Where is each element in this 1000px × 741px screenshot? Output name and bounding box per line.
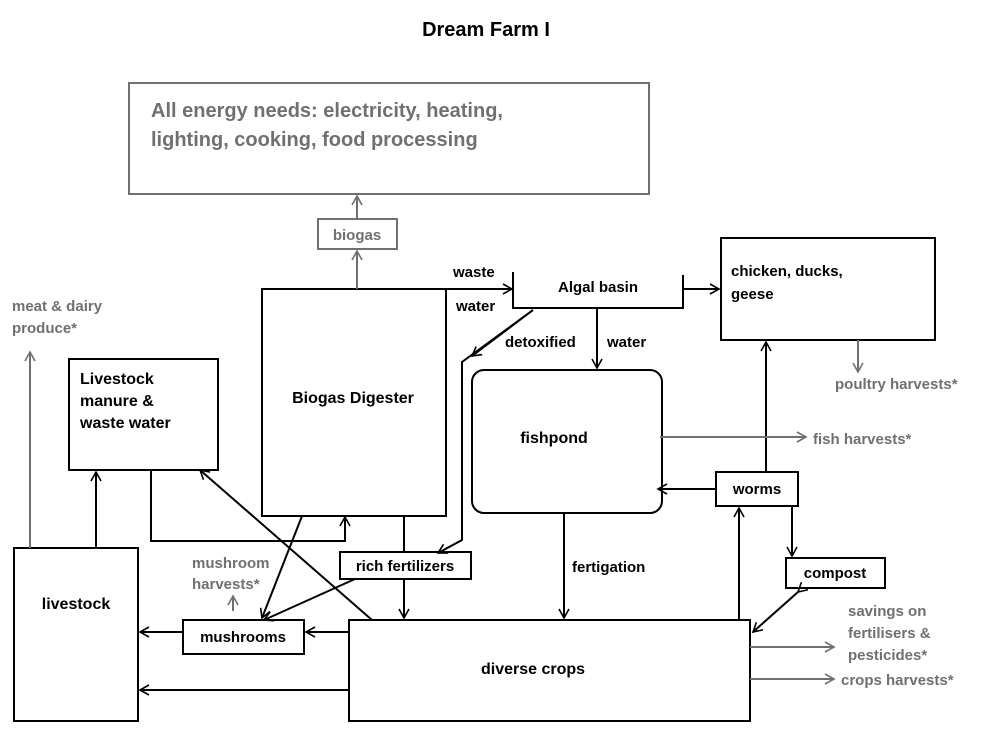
arrow-crops-to-manure — [198, 468, 373, 621]
fishpond-label: fishpond — [520, 430, 588, 447]
compost-label: compost — [804, 565, 867, 582]
mushrooms-box — [182, 619, 305, 655]
arrow-compost-crops — [751, 582, 809, 634]
worms-label: worms — [732, 481, 781, 498]
poultry-harvests-label: poultry harvests* — [835, 376, 958, 393]
energy-needs-box — [128, 82, 650, 195]
diagram-title: Dream Farm I — [422, 19, 550, 41]
biogas-label: biogas — [333, 227, 381, 244]
fish-harvests-label: fish harvests* — [813, 431, 912, 448]
energy-needs-label: All energy needs: electricity, heating, … — [151, 100, 509, 151]
compost-box — [785, 557, 886, 589]
biogas-digester-box — [261, 288, 447, 517]
poultry-label: chicken, ducks, geese — [731, 263, 847, 303]
label-water-right: water — [606, 334, 646, 351]
label-water-left: water — [455, 298, 495, 315]
biogas-digester-label: Biogas Digester — [292, 390, 414, 407]
livestock-box — [13, 547, 139, 722]
fishpond-box — [471, 369, 663, 514]
rich-fertilizers-box — [339, 551, 472, 580]
diverse-crops-label: diverse crops — [481, 661, 585, 678]
arrow-detoxified-to-fertilizers — [436, 309, 534, 554]
label-waste: waste — [452, 264, 495, 281]
algal-basin-label: Algal basin — [558, 279, 638, 296]
arrow-fertilizers-to-mushrooms — [262, 578, 356, 622]
meat-dairy-label: meat & dairy produce* — [12, 298, 106, 337]
livestock-label: livestock — [42, 596, 111, 613]
arrow-manure-to-digester — [150, 470, 351, 542]
mushrooms-label: mushrooms — [200, 629, 286, 646]
label-detoxified: detoxified — [505, 334, 576, 351]
label-fertigation: fertigation — [572, 559, 645, 576]
rich-fertilizers-label: rich fertilizers — [356, 558, 454, 575]
poultry-box — [720, 237, 936, 341]
mushroom-harvests-label: mushroom harvests* — [192, 555, 274, 593]
manure-label: Livestock manure & waste water — [79, 371, 171, 432]
arrow-digester-to-mushrooms — [259, 515, 303, 620]
diverse-crops-box — [348, 619, 751, 722]
manure-box — [68, 358, 219, 471]
savings-label: savings on fertilisers & pesticides* — [848, 603, 935, 664]
crops-harvests-label: crops harvests* — [841, 672, 954, 689]
